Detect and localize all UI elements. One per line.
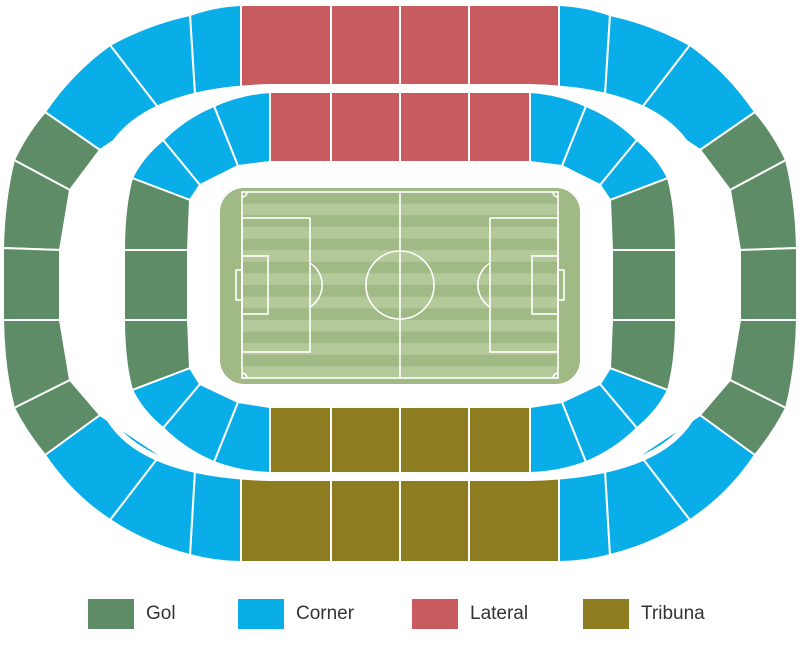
corner-arc-bl [241,372,248,379]
outer-ring [1,3,799,564]
section-tribuna-bottom-outer-1[interactable] [240,477,332,563]
football-pitch [220,188,580,384]
goal-left [235,269,243,301]
section-tribuna-bottom-inner-2[interactable] [330,406,401,474]
section-corner-top-left-outer-1[interactable] [188,3,242,97]
legend-label-lateral: Lateral [470,603,529,624]
section-corner-bottom-left-outer-1[interactable] [188,468,242,564]
section-gol-left-inner-2[interactable] [123,249,189,321]
corner-arc-br [552,372,559,379]
section-tribuna-bottom-inner-4[interactable] [468,406,531,474]
penalty-arc-right [477,262,491,308]
ring-separator [71,84,729,481]
section-tribuna-bottom-inner-3[interactable] [399,406,470,474]
section-tribuna-bottom-outer-3[interactable] [399,477,470,563]
corner-arc-tl [241,191,248,198]
section-lateral-top-outer-2[interactable] [330,4,401,88]
section-lateral-top-inner-4[interactable] [468,91,531,163]
section-lateral-top-inner-2[interactable] [330,91,401,163]
legend-item-corner: Corner [238,596,354,632]
legend-swatch-lateral [412,599,458,629]
section-corner-bottom-right-outer-1[interactable] [558,468,612,564]
section-gol-right-inner-3[interactable] [608,319,678,392]
section-corner-top-right-outer-1[interactable] [558,3,612,97]
goal-right [557,269,565,301]
penalty-arc-left [309,262,323,308]
section-gol-right-inner-2[interactable] [611,249,677,321]
pitch-markings [235,191,565,379]
section-tribuna-bottom-outer-2[interactable] [330,477,401,563]
legend-swatch-tribuna [583,599,629,629]
legend-label-gol: Gol [146,603,176,624]
inner-ring [122,90,678,475]
corner-arc-tr [552,191,559,198]
legend-swatch-gol [88,599,134,629]
legend-swatch-corner [238,599,284,629]
section-gol-right-outer-5[interactable] [698,378,788,457]
stadium-seating-map [1,3,799,564]
section-tribuna-bottom-inner-1[interactable] [269,406,332,474]
section-gol-left-outer-5[interactable] [12,378,102,457]
section-lateral-top-inner-3[interactable] [399,91,470,163]
legend-item-lateral: Lateral [412,596,528,632]
section-lateral-top-outer-3[interactable] [399,4,470,88]
legend-label-corner: Corner [296,603,355,624]
section-gol-right-outer-3[interactable] [739,246,798,321]
section-tribuna-bottom-outer-4[interactable] [468,477,560,563]
legend-label-tribuna: Tribuna [641,603,705,624]
legend: Gol Corner Lateral Tribuna [0,590,800,638]
section-lateral-top-outer-4[interactable] [468,4,560,88]
center-circle [365,250,435,320]
legend-item-gol: Gol [88,596,176,632]
section-gol-left-inner-3[interactable] [122,319,192,392]
section-lateral-top-outer-1[interactable] [240,4,332,88]
section-lateral-top-inner-1[interactable] [269,91,332,163]
section-gol-left-outer-3[interactable] [2,246,61,321]
legend-item-tribuna: Tribuna [583,596,705,632]
